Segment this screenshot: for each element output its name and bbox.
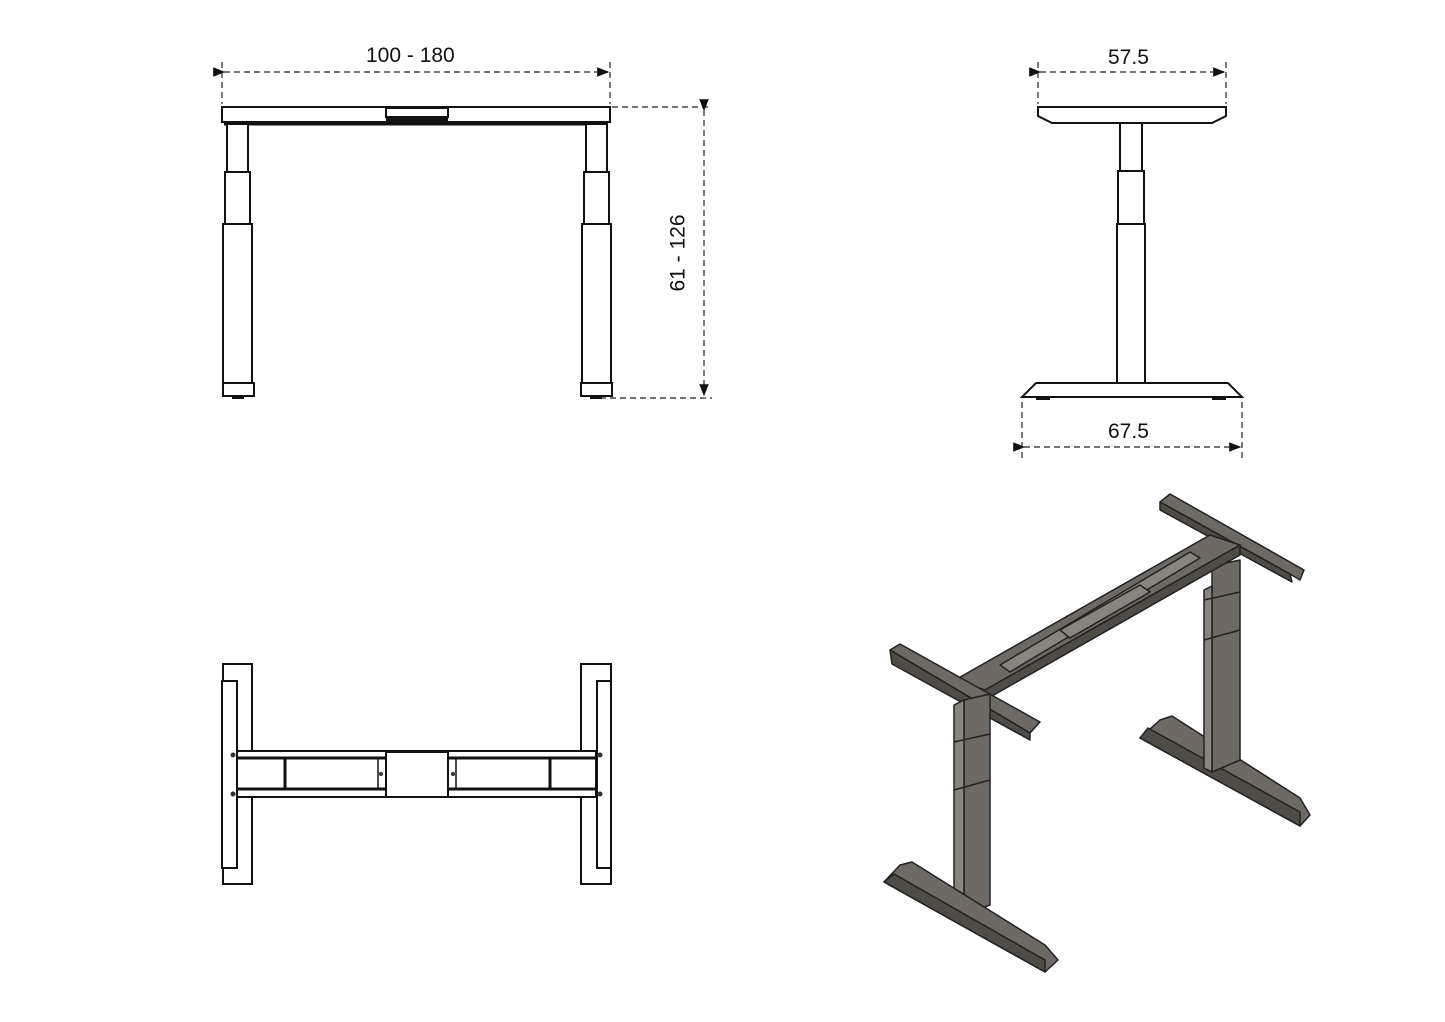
side-view [1013,62,1245,458]
height-dimension-label: 61 - 126 [666,214,690,292]
base-depth-dimension-label: 67.5 [1108,420,1149,443]
left-leg [222,123,255,399]
top-view [221,663,612,885]
isometric-view [883,493,1311,973]
top-depth-dimension-label: 57.5 [1108,46,1149,69]
front-view [213,62,712,399]
right-leg [580,123,613,399]
width-dimension-label: 100 - 180 [366,44,455,67]
